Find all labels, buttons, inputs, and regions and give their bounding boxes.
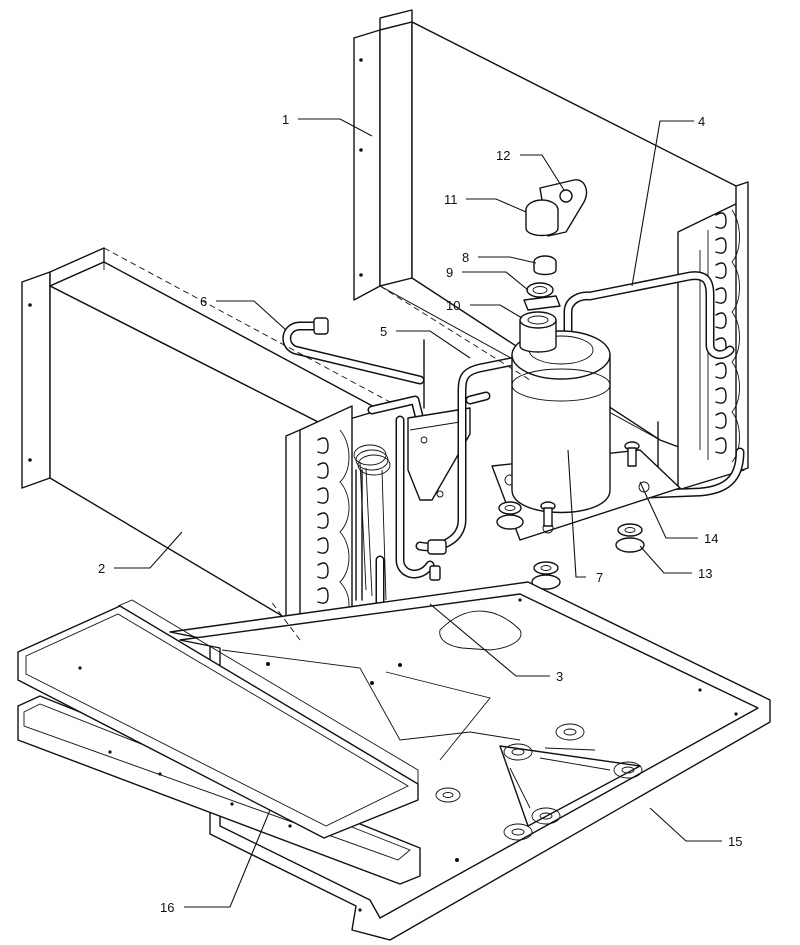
svg-text:3: 3 <box>556 669 563 684</box>
pipe-bracket-part <box>407 407 471 501</box>
base-pan-bosses <box>435 723 643 841</box>
svg-text:14: 14 <box>704 531 718 546</box>
alignment-lines <box>103 247 531 641</box>
callout-16: 16 <box>160 809 271 915</box>
callout-4: 4 <box>631 114 705 287</box>
svg-text:11: 11 <box>444 192 458 207</box>
grommet-part <box>496 501 524 530</box>
svg-text:4: 4 <box>698 114 705 129</box>
condenser-hairpins <box>699 209 740 463</box>
callout-11: 11 <box>444 192 527 213</box>
svg-text:13: 13 <box>698 566 712 581</box>
svg-text:5: 5 <box>380 324 387 339</box>
callout-8: 8 <box>462 250 537 265</box>
callout-12: 12 <box>496 148 565 191</box>
svg-text:15: 15 <box>728 834 742 849</box>
callout-6: 6 <box>200 294 287 331</box>
callout-2: 2 <box>98 531 183 576</box>
svg-text:10: 10 <box>446 298 460 313</box>
overload-protector-part <box>533 255 557 276</box>
svg-text:16: 16 <box>160 900 174 915</box>
capillary-tube-bundle <box>353 444 391 601</box>
compressor-part <box>491 311 681 541</box>
callout-9: 9 <box>446 265 529 291</box>
mounting-bolt <box>540 501 556 527</box>
callout-3: 3 <box>429 603 563 684</box>
svg-text:12: 12 <box>496 148 510 163</box>
callout-5: 5 <box>380 324 471 359</box>
evaporator-coil-part <box>21 247 435 643</box>
terminal-cover-part <box>525 179 588 237</box>
suction-line-part <box>415 355 525 581</box>
discharge-line-part <box>282 317 425 409</box>
callout-15: 15 <box>649 807 742 849</box>
callouts: 1 2 3 4 5 6 7 8 <box>98 112 742 915</box>
callout-14: 14 <box>639 481 718 546</box>
evaporator-hairpins <box>317 429 350 626</box>
grommet-part <box>615 523 645 553</box>
callout-7: 7 <box>567 449 603 585</box>
grommet-part <box>531 561 561 590</box>
callout-1: 1 <box>282 112 373 137</box>
callout-13: 13 <box>639 545 712 581</box>
svg-text:6: 6 <box>200 294 207 309</box>
drain-tray-part <box>17 599 421 885</box>
svg-text:1: 1 <box>282 112 289 127</box>
svg-text:8: 8 <box>462 250 469 265</box>
condenser-line-part <box>563 271 735 360</box>
callout-10: 10 <box>446 298 523 319</box>
svg-text:7: 7 <box>596 570 603 585</box>
gasket-part <box>523 282 561 311</box>
svg-text:2: 2 <box>98 561 105 576</box>
mounting-bolt <box>624 441 640 467</box>
svg-text:9: 9 <box>446 265 453 280</box>
